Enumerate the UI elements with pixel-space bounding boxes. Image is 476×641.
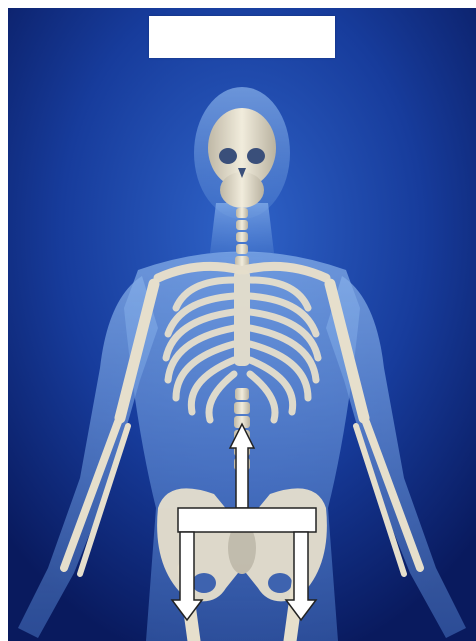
left-downward-arrow — [172, 532, 202, 620]
right-downward-arrow — [286, 532, 316, 620]
upward-arrow — [230, 424, 254, 508]
crossbar — [178, 508, 316, 532]
image-frame — [8, 8, 476, 641]
arrow-overlay — [8, 8, 476, 641]
